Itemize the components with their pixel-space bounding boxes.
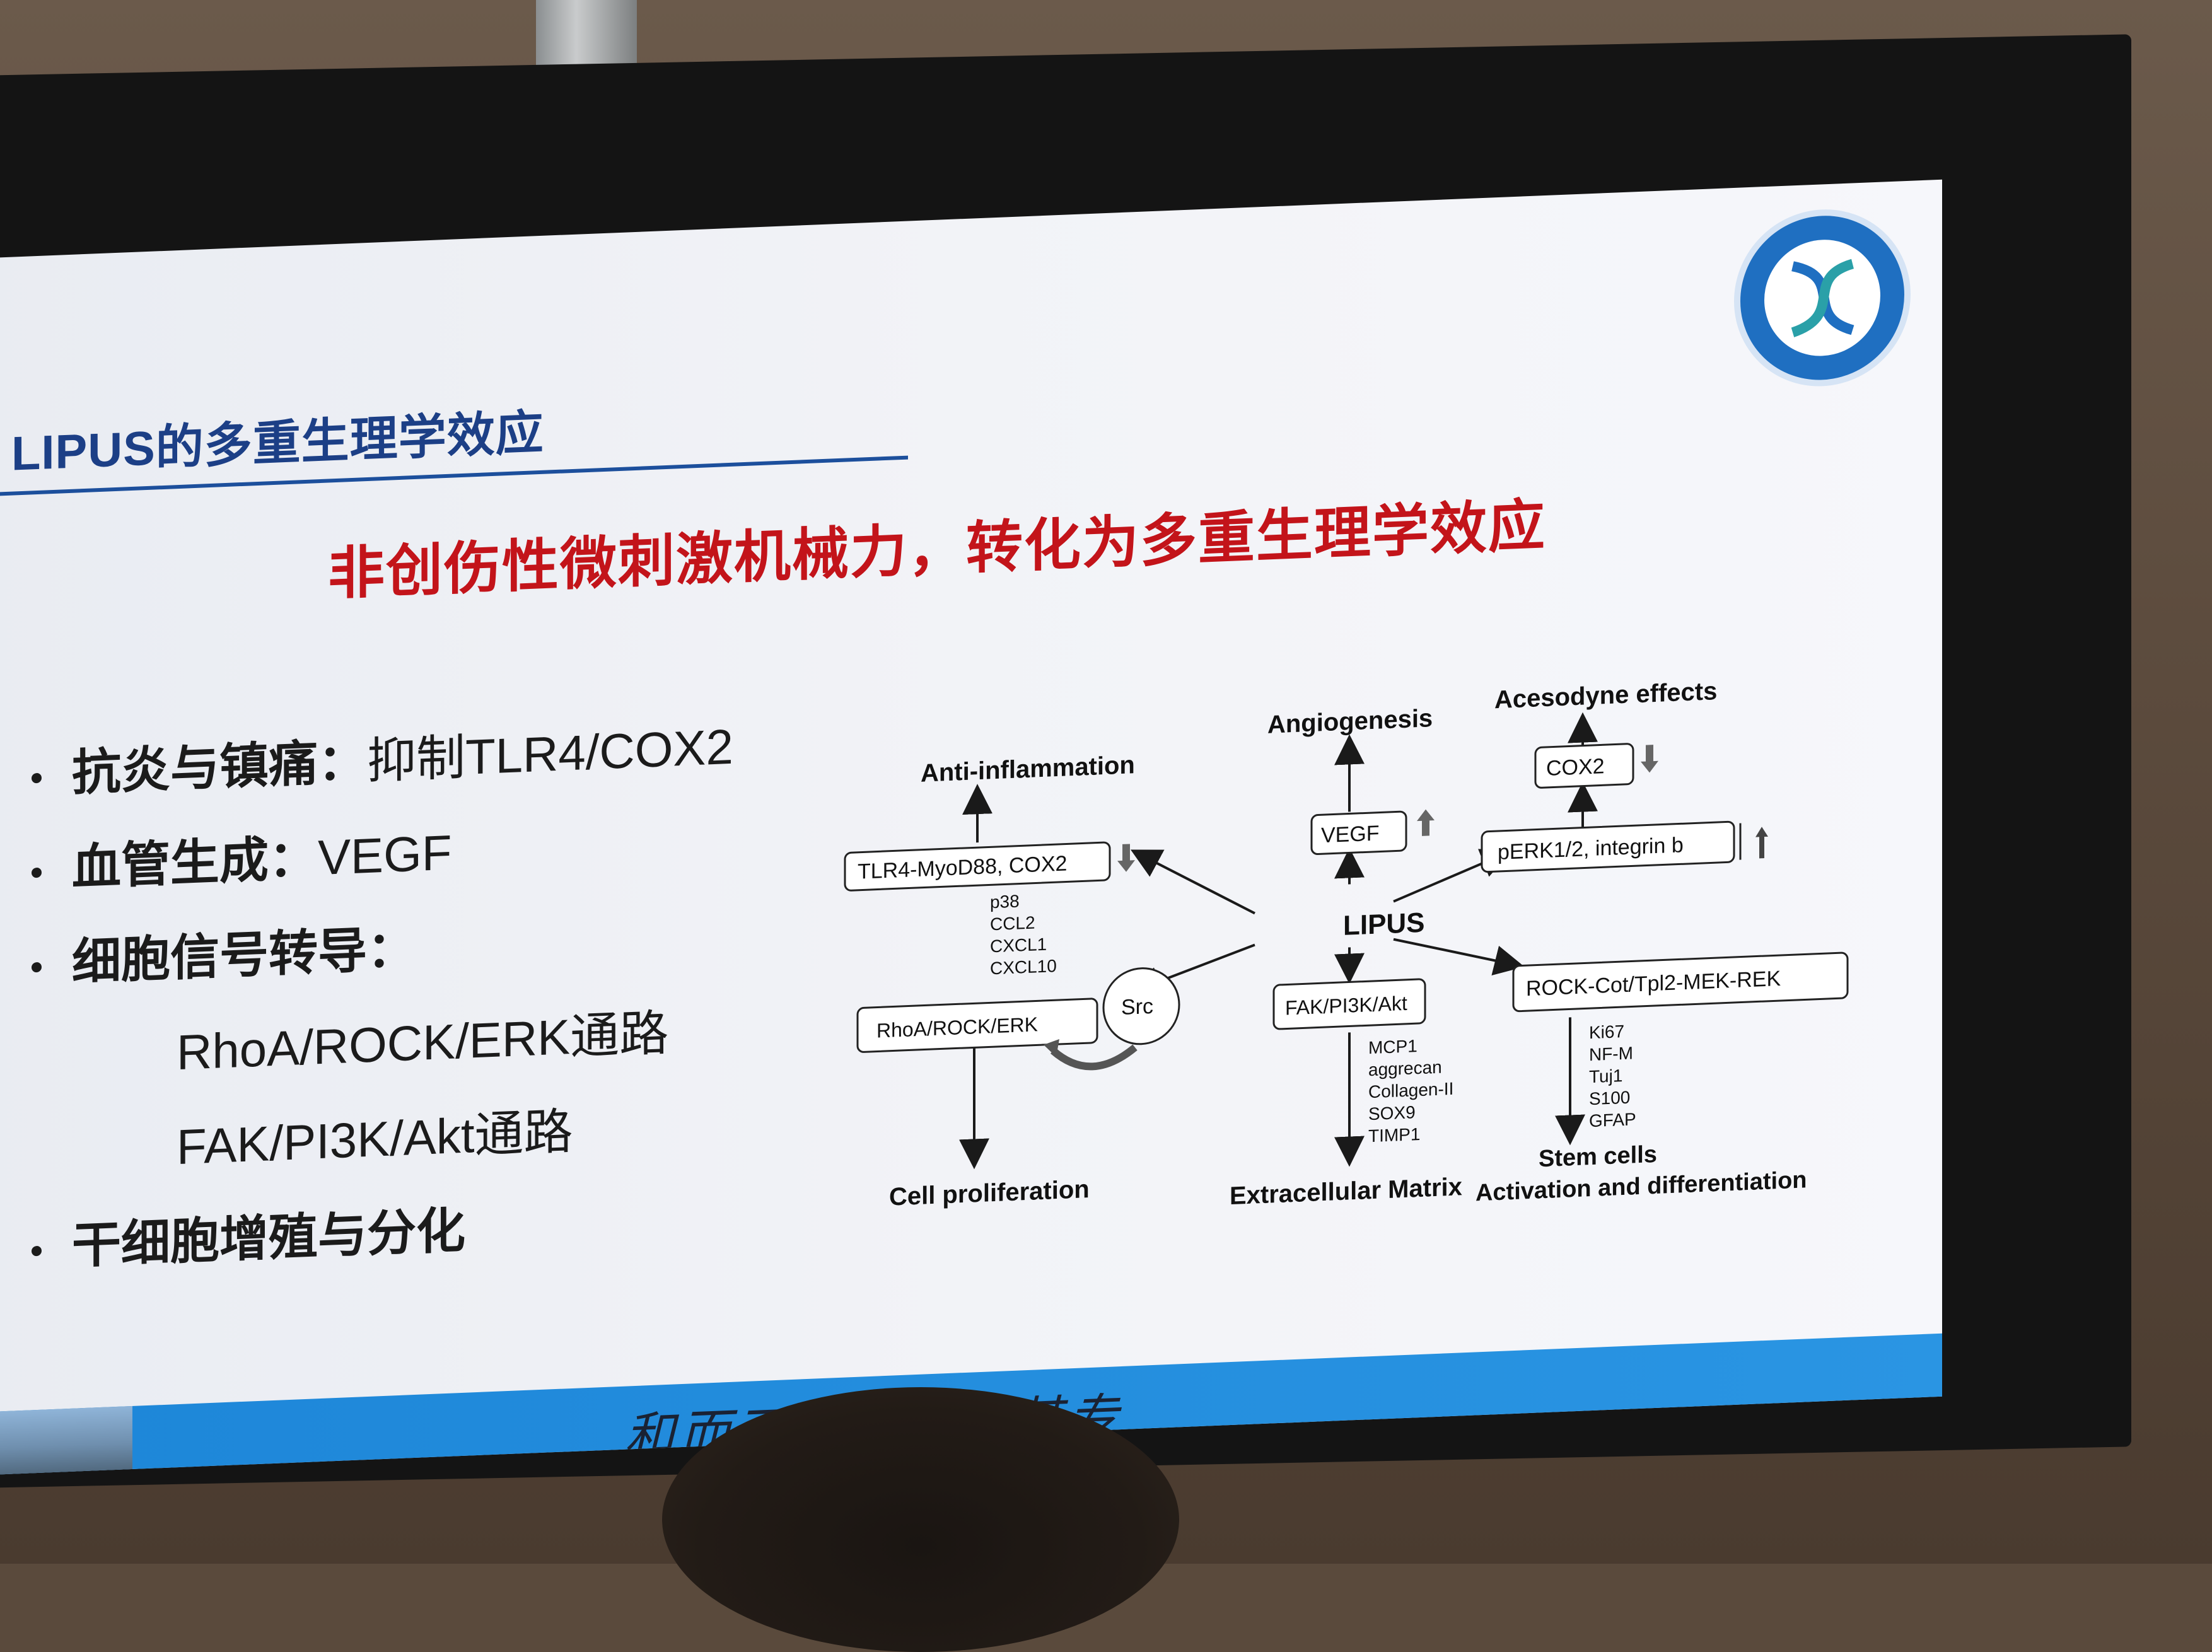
rock-marker: GFAP (1589, 1109, 1636, 1131)
bullet-dot-icon (32, 1246, 42, 1257)
slide-title: LIPUS的多重生理学效应 (11, 405, 544, 481)
hospital-logo (1734, 206, 1911, 390)
bullet-item: 细胞信号转导： (32, 909, 416, 995)
fak-marker: aggrecan (1368, 1057, 1442, 1080)
pathway-item: RhoA/ROCK/ERK通路 (177, 1004, 669, 1081)
bullet-bold: 抗炎与镇痛： (72, 733, 368, 801)
slide-headline: 非创伤性微刺激机械力，转化为多重生理学效应 (328, 494, 1546, 607)
cell-proliferation-label: Cell proliferation (889, 1175, 1090, 1211)
fak-marker: Collagen-II (1368, 1079, 1453, 1102)
rock-marker: Ki67 (1589, 1021, 1624, 1042)
perk-box (1481, 820, 1735, 873)
vegf-box-label: VEGF (1321, 822, 1380, 848)
audience-head-silhouette (662, 1387, 1179, 1652)
tlr-marker: CXCL10 (990, 956, 1057, 978)
acesodyne-label: Acesodyne effects (1494, 677, 1717, 714)
fak-marker: TIMP1 (1368, 1124, 1420, 1146)
up-arrow-icon (1755, 827, 1768, 859)
rock-marker: Tuj1 (1589, 1066, 1622, 1086)
bullet-item: 血管生成：VEGF (32, 813, 451, 901)
angiogenesis-label: Angiogenesis (1267, 704, 1433, 739)
rock-box (1512, 951, 1849, 1013)
vegf-box (1310, 810, 1407, 855)
activation-label: Activation and differentiation (1476, 1166, 1807, 1206)
down-arrow-icon (1641, 745, 1658, 773)
src-circle (1102, 967, 1180, 1045)
feedback-arrow-icon (1050, 1044, 1138, 1071)
feedback-arrowhead-icon (1044, 1038, 1059, 1057)
bullet-dot-icon (32, 868, 42, 878)
logo-emblem (1764, 237, 1880, 359)
down-arrow-icon (1117, 844, 1135, 872)
lipus-pathway-diagram: LIPUS Anti-inflammation TLR4-MyoD88, COX… (844, 677, 1849, 1211)
diagram-arrows (959, 712, 1598, 1170)
fak-marker: MCP1 (1368, 1036, 1417, 1057)
tlr-box (844, 841, 1111, 892)
up-arrow-icon (1417, 809, 1435, 836)
bullet-bold: 细胞信号转导： (72, 920, 417, 990)
bullet-bold: 干细胞增殖与分化 (72, 1202, 466, 1274)
rock-marker: NF-M (1589, 1043, 1633, 1064)
fak-box (1272, 978, 1426, 1030)
bullet-item: 抗炎与镇痛：抑制TLR4/COX2 (32, 707, 733, 806)
tv-monitor: LIPUS的多重生理学效应 非创伤性微刺激机械力，转化为多重生理学效应 抗炎与镇… (0, 34, 2131, 1488)
tlr-marker: CXCL1 (990, 934, 1047, 957)
bullet-bold: 血管生成： (72, 830, 318, 895)
bullet-item: 干细胞增殖与分化 (32, 1191, 465, 1279)
fak-marker: SOX9 (1368, 1102, 1416, 1124)
pathway-item: FAK/PI3K/Akt通路 (177, 1103, 573, 1175)
rhoa-box (856, 998, 1098, 1053)
tlr-marker: CCL2 (990, 912, 1035, 934)
rock-marker: S100 (1589, 1088, 1630, 1109)
bullet-dot-icon (32, 962, 42, 973)
cox2-box (1534, 743, 1634, 789)
footer-building-photo (0, 1405, 132, 1475)
fak-box-label: FAK/PI3K/Akt (1285, 992, 1407, 1020)
cox2-box-label: COX2 (1546, 754, 1605, 781)
stem-cells-label: Stem cells (1539, 1141, 1657, 1173)
bullet-text: 抑制TLR4/COX2 (367, 718, 733, 789)
slide-screen: LIPUS的多重生理学效应 非创伤性微刺激机械力，转化为多重生理学效应 抗炎与镇… (0, 179, 1942, 1475)
bullet-dot-icon (32, 773, 42, 784)
dna-emblem-icon (1791, 259, 1854, 337)
tlr-marker: p38 (990, 891, 1020, 912)
anti-inflammation-label: Anti-inflammation (921, 751, 1135, 788)
src-label: Src (1121, 994, 1153, 1020)
extracellular-matrix-label: Extracellular Matrix (1230, 1173, 1462, 1210)
lipus-center-label: LIPUS (1343, 907, 1425, 941)
bullet-text: VEGF (318, 824, 452, 886)
